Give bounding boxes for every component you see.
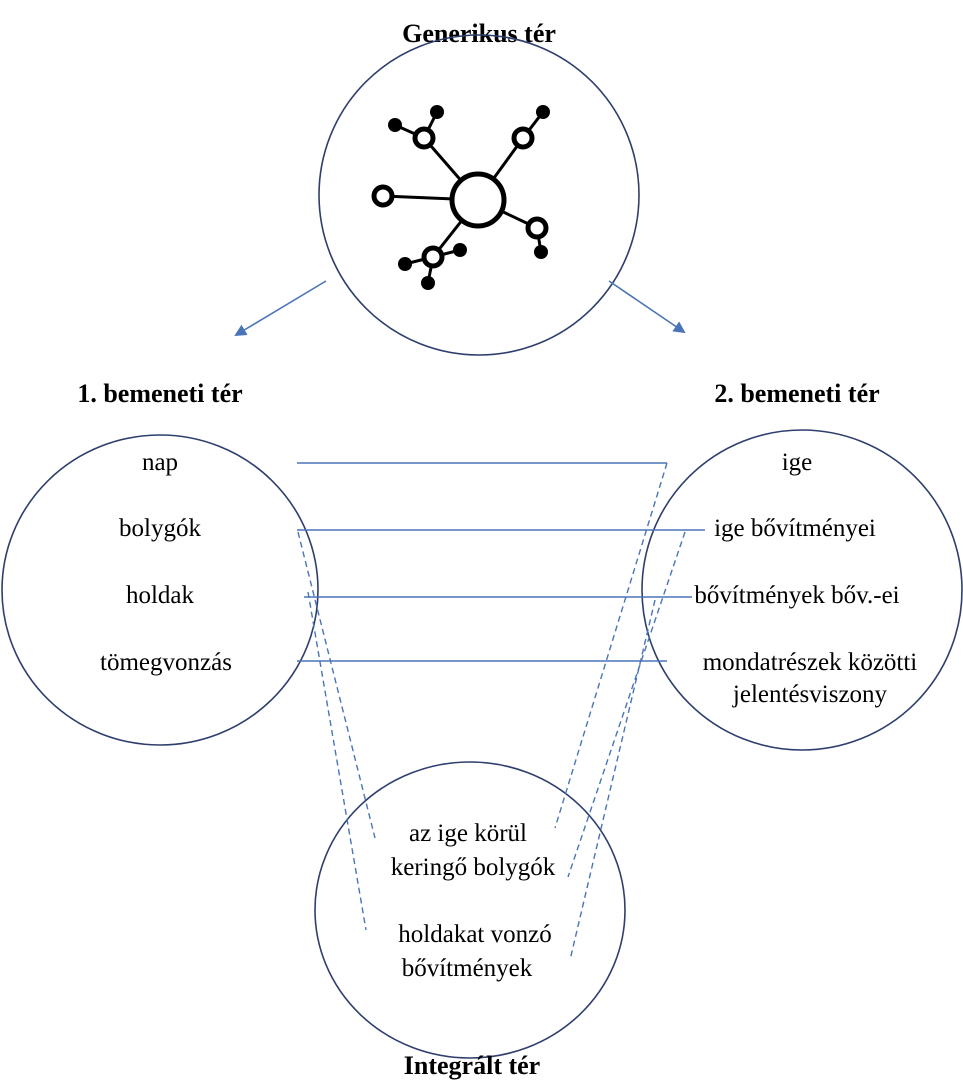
blended-item: holdakat vonzó (398, 921, 551, 948)
input-1-item: nap (142, 449, 178, 476)
arrow-to-input-2 (608, 280, 686, 334)
input-2-item: jelentésviszony (732, 681, 888, 708)
generic-space-circle (318, 34, 640, 356)
blended-space-circle (314, 761, 626, 1059)
blended-item: keringő bolygók (391, 854, 556, 881)
projection-line (569, 599, 656, 961)
input-1-item: tömegvonzás (100, 649, 232, 676)
projection-line (567, 531, 686, 878)
input-1-item: holdak (126, 582, 195, 609)
projection-line (307, 591, 367, 931)
input-space-2-circle (641, 429, 963, 751)
projection-line (554, 462, 668, 829)
blended-item: bővítmények (402, 955, 533, 982)
input-2-item: bővítmények bőv.-ei (694, 582, 899, 609)
input-1-item: bolygók (119, 515, 201, 542)
input-2-item: ige (782, 449, 813, 476)
input-space-1-title: 1. bemeneti tér (77, 379, 242, 408)
input-2-item: mondatrészek közötti (703, 649, 918, 676)
input-space-2-title: 2. bemeneti tér (714, 379, 879, 408)
input-2-item: ige bővítményei (714, 515, 876, 542)
network-graph-icon (371, 105, 550, 290)
blended-space-title: Integrált tér (404, 1051, 540, 1080)
arrow-to-input-1 (234, 280, 327, 337)
input-space-1-circle (1, 434, 319, 746)
blended-item: az ige körül (409, 820, 527, 847)
projection-line (297, 531, 376, 839)
